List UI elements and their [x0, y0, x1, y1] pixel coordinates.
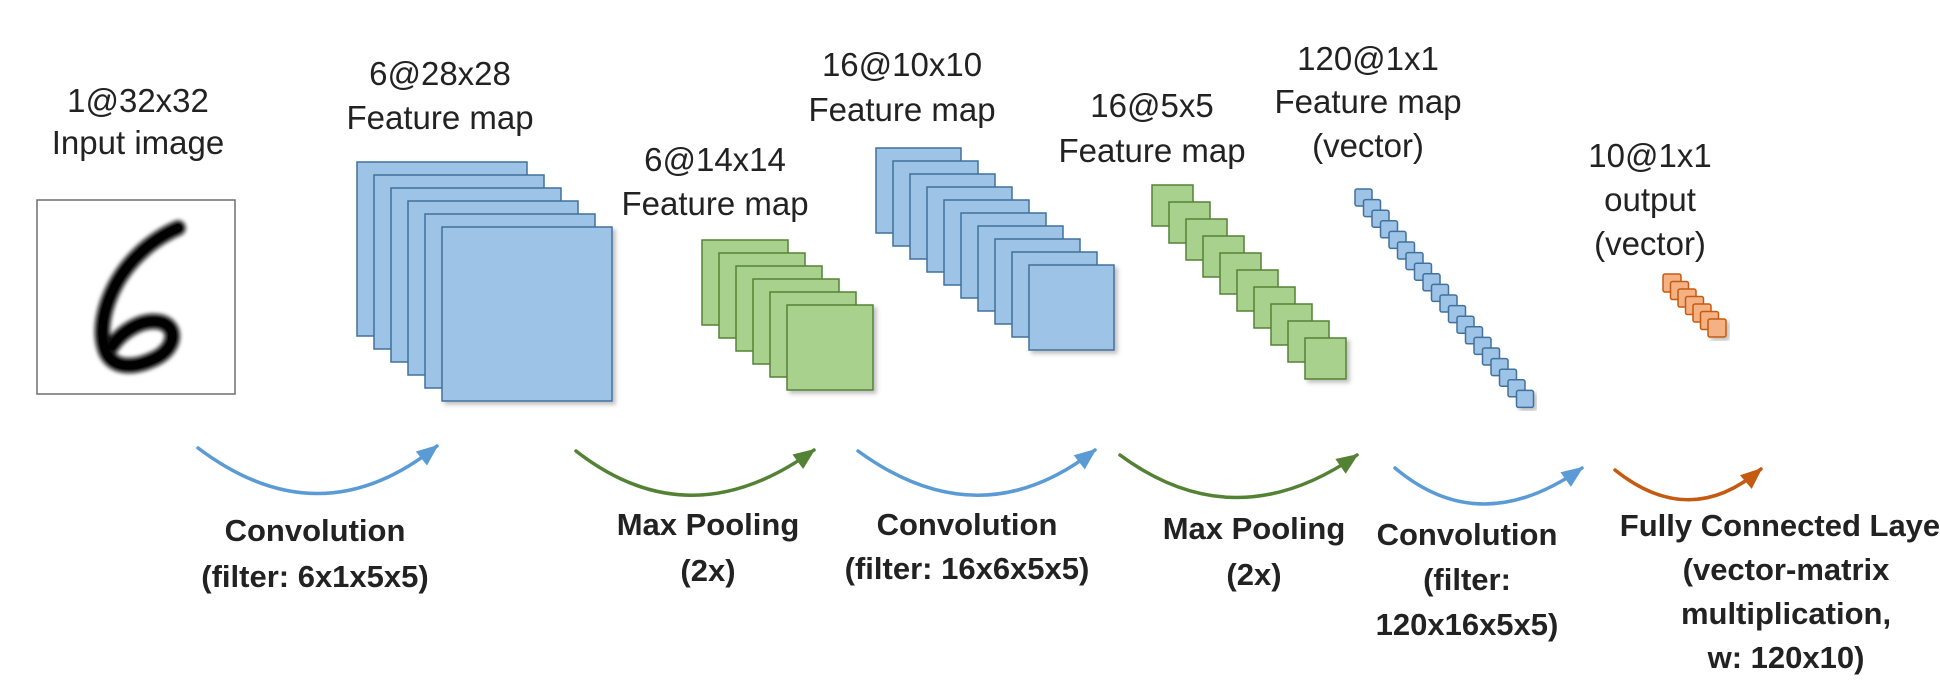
layer-label-c3: 16@10x10 Feature map	[808, 46, 995, 128]
op-label-pool1-line-2: (2x)	[680, 553, 735, 588]
layer-label-c1-line-2: Feature map	[346, 99, 533, 136]
c5-vector-cell-20	[1515, 389, 1535, 409]
op-label-pool1: Max Pooling (2x)	[617, 507, 800, 588]
conv1-arrow	[196, 444, 439, 496]
s4-feature-map-stack	[1151, 184, 1347, 380]
conv3-arrowhead-icon	[1560, 466, 1584, 487]
op-label-conv1-line-2: (filter: 6x1x5x5)	[201, 559, 428, 594]
conv3-arrow	[1393, 466, 1584, 506]
layer-label-c3-line-2: Feature map	[808, 91, 995, 128]
op-label-conv1: Convolution (filter: 6x1x5x5)	[201, 513, 428, 594]
pool2-arrowhead-icon	[1335, 453, 1359, 474]
layer-label-s4-line-2: Feature map	[1058, 132, 1245, 169]
layer-label-output-line-2: output	[1604, 181, 1696, 218]
op-label-pool1-line-1: Max Pooling	[617, 507, 800, 542]
layer-label-s2-line-1: 6@14x14	[644, 141, 786, 178]
layer-label-output: 10@1x1 output (vector)	[1588, 137, 1711, 262]
c1-feature-map-stack	[356, 161, 613, 402]
output-vector-cell-7	[1707, 318, 1727, 338]
layer-label-c5-line-2: Feature map	[1274, 83, 1461, 120]
pool2-arrow	[1118, 453, 1359, 500]
s4-feature-map-10	[1304, 337, 1347, 380]
layer-label-input-line-2: Input image	[52, 124, 224, 161]
op-label-pool2-line-1: Max Pooling	[1163, 511, 1346, 546]
layer-label-output-line-3: (vector)	[1594, 225, 1706, 262]
s2-feature-map-6	[786, 304, 874, 391]
op-label-conv3-line-2: (filter:	[1423, 562, 1511, 597]
conv2-arrow	[856, 448, 1097, 497]
layer-label-c5: 120@1x1 Feature map (vector)	[1274, 40, 1461, 164]
input-image	[36, 199, 236, 395]
layer-label-input-line-1: 1@32x32	[67, 82, 209, 119]
op-label-conv2: Convolution (filter: 16x6x5x5)	[845, 507, 1090, 586]
layer-label-s4: 16@5x5 Feature map	[1058, 87, 1245, 169]
op-label-conv3: Convolution (filter: 120x16x5x5)	[1376, 517, 1559, 642]
c1-feature-map-6	[441, 226, 613, 402]
layer-label-s4-line-1: 16@5x5	[1090, 87, 1213, 124]
fc-arrowhead-icon	[1740, 467, 1763, 489]
op-label-conv3-line-3: 120x16x5x5)	[1376, 607, 1559, 642]
c5-vector-stack	[1354, 188, 1535, 409]
operation-arrows	[196, 444, 1763, 506]
conv2-arrowhead-icon	[1073, 448, 1097, 470]
op-label-conv3-line-1: Convolution	[1377, 517, 1558, 552]
handwritten-digit-6-icon	[94, 220, 186, 374]
s2-feature-map-stack	[701, 239, 874, 391]
layer-label-s2: 6@14x14 Feature map	[621, 141, 808, 222]
layer-label-c1-line-1: 6@28x28	[369, 55, 511, 92]
op-label-conv1-line-1: Convolution	[225, 513, 406, 548]
c3-feature-map-10	[1028, 264, 1115, 351]
op-label-conv2-line-2: (filter: 16x6x5x5)	[845, 551, 1090, 586]
layer-label-input: 1@32x32 Input image	[52, 82, 224, 161]
layer-label-c3-line-1: 16@10x10	[822, 46, 982, 83]
layer-label-s2-line-2: Feature map	[621, 185, 808, 222]
layer-label-c1: 6@28x28 Feature map	[346, 55, 533, 136]
op-label-conv2-line-1: Convolution	[877, 507, 1058, 542]
op-label-fc-line-3: multiplication,	[1681, 596, 1891, 631]
op-label-pool2: Max Pooling (2x)	[1163, 511, 1346, 592]
op-label-fc-line-4: w: 120x10)	[1707, 640, 1865, 675]
pool1-arrowhead-icon	[792, 448, 816, 469]
c3-feature-map-stack	[875, 147, 1115, 351]
op-label-pool2-line-2: (2x)	[1226, 557, 1281, 592]
fc-arrow	[1613, 467, 1763, 502]
op-label-fc-line-1: Fully Connected Layer	[1620, 508, 1940, 543]
pool1-arrow	[574, 448, 816, 497]
op-label-fc-line-2: (vector-matrix	[1683, 552, 1890, 587]
layer-label-c5-line-1: 120@1x1	[1297, 40, 1439, 77]
op-label-fc: Fully Connected Layer (vector-matrix mul…	[1620, 508, 1940, 675]
conv1-arrowhead-icon	[415, 444, 439, 466]
output-vector-stack	[1662, 273, 1727, 338]
layer-label-output-line-1: 10@1x1	[1588, 137, 1711, 174]
layer-label-c5-line-3: (vector)	[1312, 127, 1424, 164]
